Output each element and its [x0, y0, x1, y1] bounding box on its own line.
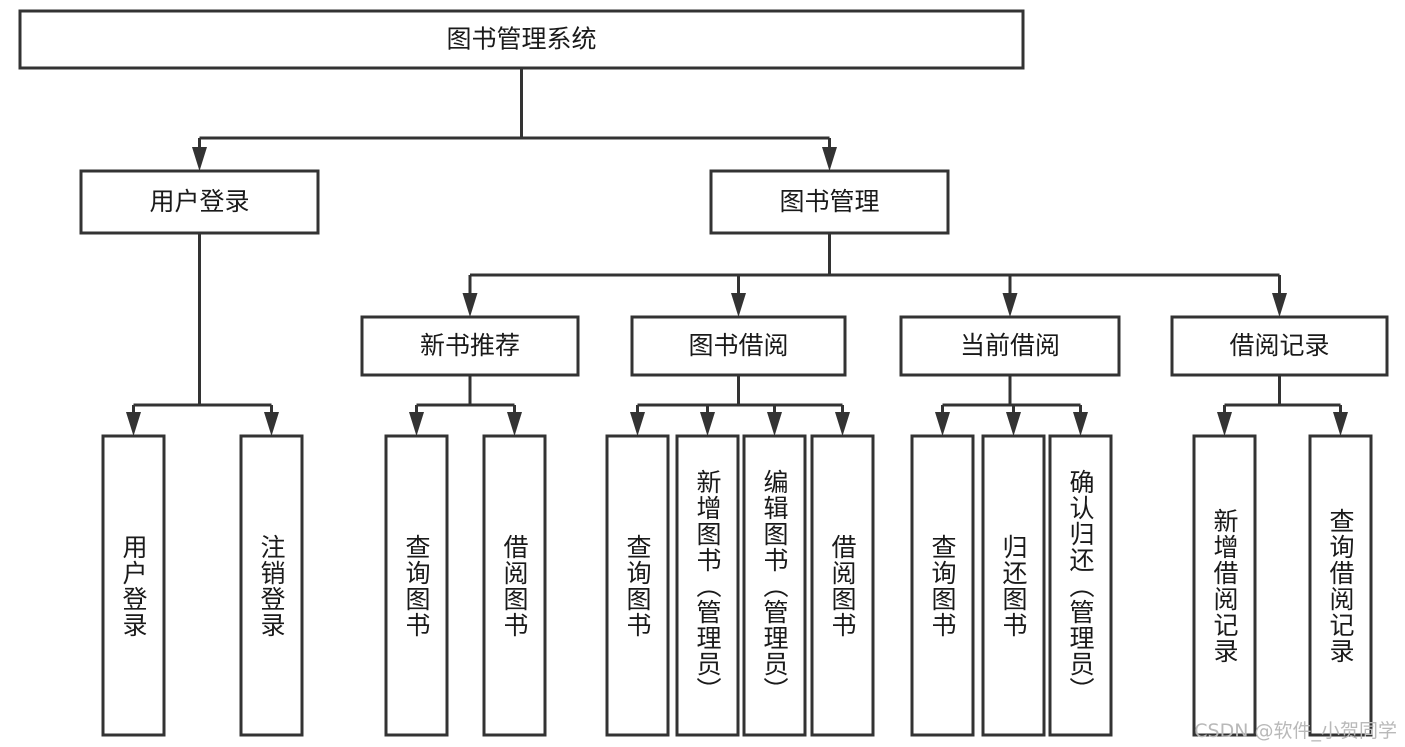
node-box-borrow-book-recommend: [482, 434, 547, 737]
node-box-add-borrow-record: [1192, 434, 1257, 737]
node-query-book-current[interactable]: [910, 434, 975, 737]
node-box-new-book-recommend: [360, 315, 580, 377]
watermark: CSDN @软件_小贺同学: [1194, 720, 1397, 742]
node-box-query-borrow-record: [1308, 434, 1373, 737]
edge-group-borrow-record: [1217, 375, 1348, 436]
edge-group-new-book-recommend: [409, 375, 522, 436]
node-box-book-management: [709, 169, 950, 235]
node-book-borrow[interactable]: 图书借阅: [630, 315, 847, 377]
arrow-head-book-borrow: [731, 293, 746, 317]
node-box-root: [18, 9, 1025, 70]
node-label-borrow-record: 借阅记录: [1229, 331, 1329, 360]
node-box-return-book: [981, 434, 1046, 737]
arrow-head-return-book: [1006, 412, 1021, 436]
arrow-head-borrow-book-recommend: [507, 412, 522, 436]
arrow-head-query-book-borrow: [630, 412, 645, 436]
node-box-user-login-action: [101, 434, 166, 737]
node-label-user-login: 用户登录: [149, 187, 249, 216]
node-logout-action[interactable]: [239, 434, 304, 737]
arrow-head-user-login: [192, 147, 207, 171]
node-borrow-record[interactable]: 借阅记录: [1170, 315, 1389, 377]
node-user-login-action[interactable]: [101, 434, 166, 737]
arrow-head-edit-book-admin: [767, 412, 782, 436]
node-label-new-book-recommend: 新书推荐: [420, 331, 520, 360]
connector-layer: [126, 68, 1348, 436]
node-borrow-book-recommend[interactable]: [482, 434, 547, 737]
node-confirm-return-admin[interactable]: [1048, 434, 1113, 737]
node-box-borrow-book-action: [810, 434, 875, 737]
node-box-query-book-recommend: [384, 434, 449, 737]
edge-group-book-borrow: [630, 375, 850, 436]
arrow-head-query-book-current: [935, 412, 950, 436]
node-book-management[interactable]: 图书管理: [709, 169, 950, 235]
arrow-head-book-management: [822, 147, 837, 171]
edge-group-root: [192, 68, 837, 171]
node-add-borrow-record[interactable]: [1192, 434, 1257, 737]
arrow-head-current-borrow: [1002, 293, 1018, 317]
arrow-head-query-borrow-record: [1333, 412, 1348, 436]
node-box-book-borrow: [630, 315, 847, 377]
node-label-root: 图书管理系统: [446, 25, 596, 54]
node-label-book-management: 图书管理: [779, 187, 879, 216]
node-box-current-borrow: [899, 315, 1121, 377]
arrow-head-query-book-recommend: [409, 412, 424, 436]
arrow-head-add-borrow-record: [1217, 412, 1232, 436]
arrow-head-logout-action: [264, 412, 279, 436]
node-user-login[interactable]: 用户登录: [79, 169, 320, 235]
node-box-user-login: [79, 169, 320, 235]
node-box-logout-action: [239, 434, 304, 737]
arrow-head-new-book-recommend: [462, 293, 478, 317]
arrow-head-confirm-return-admin: [1073, 412, 1088, 436]
node-current-borrow[interactable]: 当前借阅: [899, 315, 1121, 377]
node-box-query-book-current: [910, 434, 975, 737]
arrow-head-borrow-record: [1272, 293, 1287, 317]
arrow-head-borrow-book-action: [835, 412, 850, 436]
node-root[interactable]: 图书管理系统: [18, 9, 1025, 70]
node-query-book-recommend[interactable]: [384, 434, 449, 737]
node-query-borrow-record[interactable]: [1308, 434, 1373, 737]
node-box-borrow-record: [1170, 315, 1389, 377]
node-box-edit-book-admin: [742, 434, 807, 737]
node-edit-book-admin[interactable]: [742, 434, 807, 737]
node-new-book-recommend[interactable]: 新书推荐: [360, 315, 580, 377]
edge-group-book-management: [462, 233, 1287, 317]
node-box-confirm-return-admin: [1048, 434, 1113, 737]
edge-group-current-borrow: [935, 375, 1088, 436]
edge-group-user-login: [126, 233, 279, 436]
node-query-book-borrow[interactable]: [605, 434, 670, 737]
arrow-head-add-book-admin: [700, 412, 715, 436]
node-label-current-borrow: 当前借阅: [960, 331, 1060, 360]
node-return-book[interactable]: [981, 434, 1046, 737]
node-box-add-book-admin: [675, 434, 740, 737]
node-label-book-borrow: 图书借阅: [688, 331, 788, 360]
node-add-book-admin[interactable]: [675, 434, 740, 737]
arrow-head-user-login-action: [126, 412, 141, 436]
node-borrow-book-action[interactable]: [810, 434, 875, 737]
node-box-query-book-borrow: [605, 434, 670, 737]
